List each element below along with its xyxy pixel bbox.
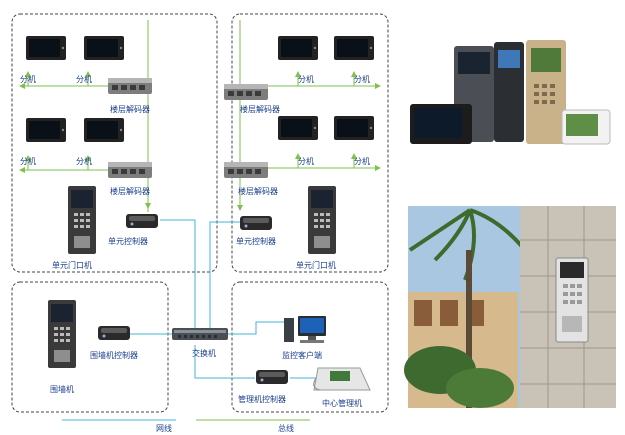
switch-label: 交换机 (192, 348, 216, 358)
unit-controller-label: 单元控制器 (236, 236, 276, 246)
indoor-unit-label: 分机 (354, 156, 370, 166)
indoor-monitor (84, 118, 124, 142)
wall-controller-label: 围墙机控制器 (90, 350, 138, 360)
indoor-unit-label: 分机 (76, 156, 92, 166)
indoor-monitor (334, 36, 374, 60)
zone-building-left (11, 13, 218, 273)
legend-bus-label: 总线 (278, 423, 294, 433)
product-photo (408, 38, 616, 148)
floor-decoder-label: 楼层解码器 (110, 104, 150, 114)
legend-network-label: 网线 (156, 423, 172, 433)
monitor-client-label: 监控客户端 (282, 350, 322, 360)
floor-decoder-label: 楼层解码器 (240, 104, 280, 114)
floor-decoder (108, 162, 152, 178)
zone-building-right (231, 13, 389, 273)
mgmt-controller-label: 管理机控制器 (238, 394, 286, 404)
unit-controller-label: 单元控制器 (108, 236, 148, 246)
indoor-monitor (334, 116, 374, 140)
floor-decoder (224, 84, 268, 100)
zone-perimeter (11, 281, 169, 413)
indoor-monitor (278, 116, 318, 140)
unit-controller (126, 214, 158, 228)
bus-lines (19, 20, 381, 212)
indoor-unit-label: 分机 (298, 74, 314, 84)
center-mgmt-phone (313, 367, 371, 391)
unit-controller (240, 216, 272, 230)
indoor-monitor (26, 118, 66, 142)
indoor-monitor (84, 36, 124, 60)
wall-station (48, 300, 76, 368)
monitor-pc (284, 316, 326, 343)
unit-door-station-label: 单元门口机 (52, 260, 92, 270)
floor-decoder (224, 162, 268, 178)
wall-controller (98, 326, 130, 340)
center-mgmt-label: 中心管理机 (322, 398, 362, 408)
unit-door-station (308, 186, 336, 254)
indoor-monitor (278, 36, 318, 60)
indoor-unit-label: 分机 (354, 74, 370, 84)
floor-decoder (108, 78, 152, 94)
zone-management (231, 281, 389, 413)
indoor-unit-label: 分机 (76, 74, 92, 84)
indoor-unit-label: 分机 (20, 74, 36, 84)
floor-decoder-label: 楼层解码器 (238, 186, 278, 196)
indoor-monitor (26, 36, 66, 60)
network-switch (172, 328, 228, 340)
wall-station-label: 围墙机 (50, 384, 74, 394)
floor-decoder-label: 楼层解码器 (110, 186, 150, 196)
installation-photo (404, 206, 616, 408)
unit-door-station (68, 186, 96, 254)
unit-door-station-label: 单元门口机 (296, 260, 336, 270)
mgmt-controller (256, 370, 288, 384)
indoor-unit-label: 分机 (20, 156, 36, 166)
indoor-unit-label: 分机 (298, 156, 314, 166)
